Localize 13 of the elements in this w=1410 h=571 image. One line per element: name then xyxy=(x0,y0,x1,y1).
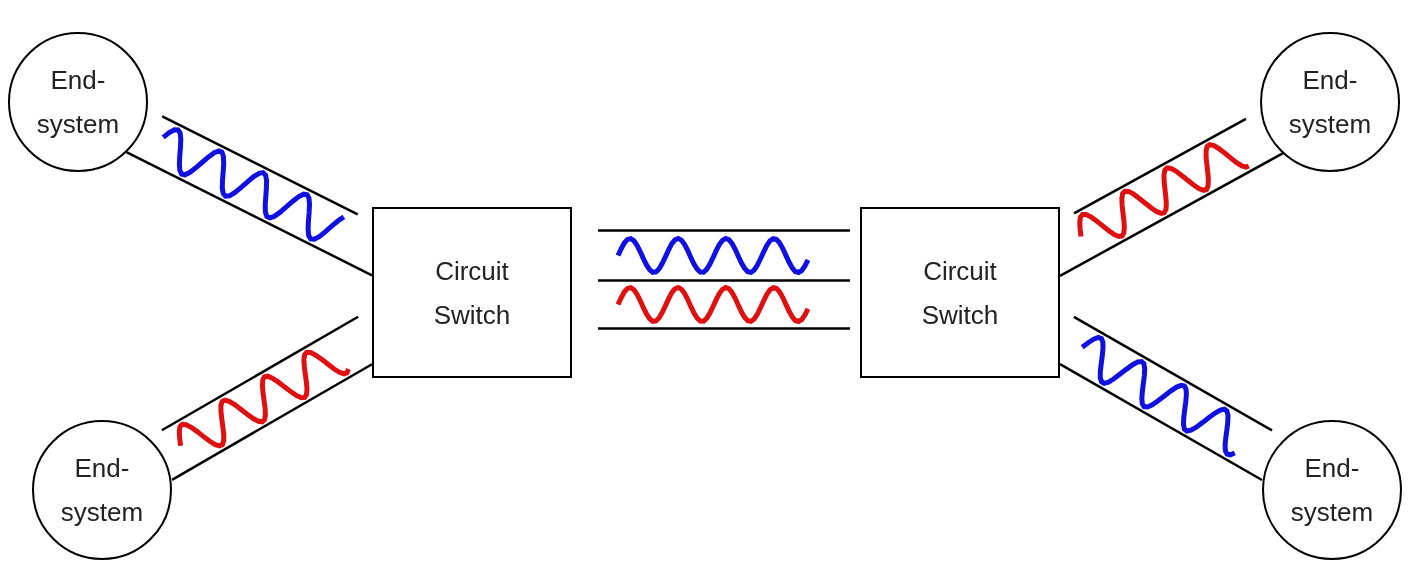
node-label: End-system xyxy=(1289,452,1375,529)
node-label: Circuit Switch xyxy=(920,254,1000,332)
channel-lines xyxy=(125,150,373,277)
node-label: End-system xyxy=(59,452,145,529)
node-label: End-system xyxy=(35,64,121,141)
switch-box xyxy=(372,207,572,378)
channel-lines xyxy=(1059,152,1284,277)
channel-lines xyxy=(1059,363,1263,482)
node-label: Circuit Switch xyxy=(432,254,512,332)
switch-box xyxy=(860,207,1060,378)
channel-lines xyxy=(598,279,850,282)
channel-lines xyxy=(171,363,373,481)
node-label: End-system xyxy=(1287,64,1373,141)
